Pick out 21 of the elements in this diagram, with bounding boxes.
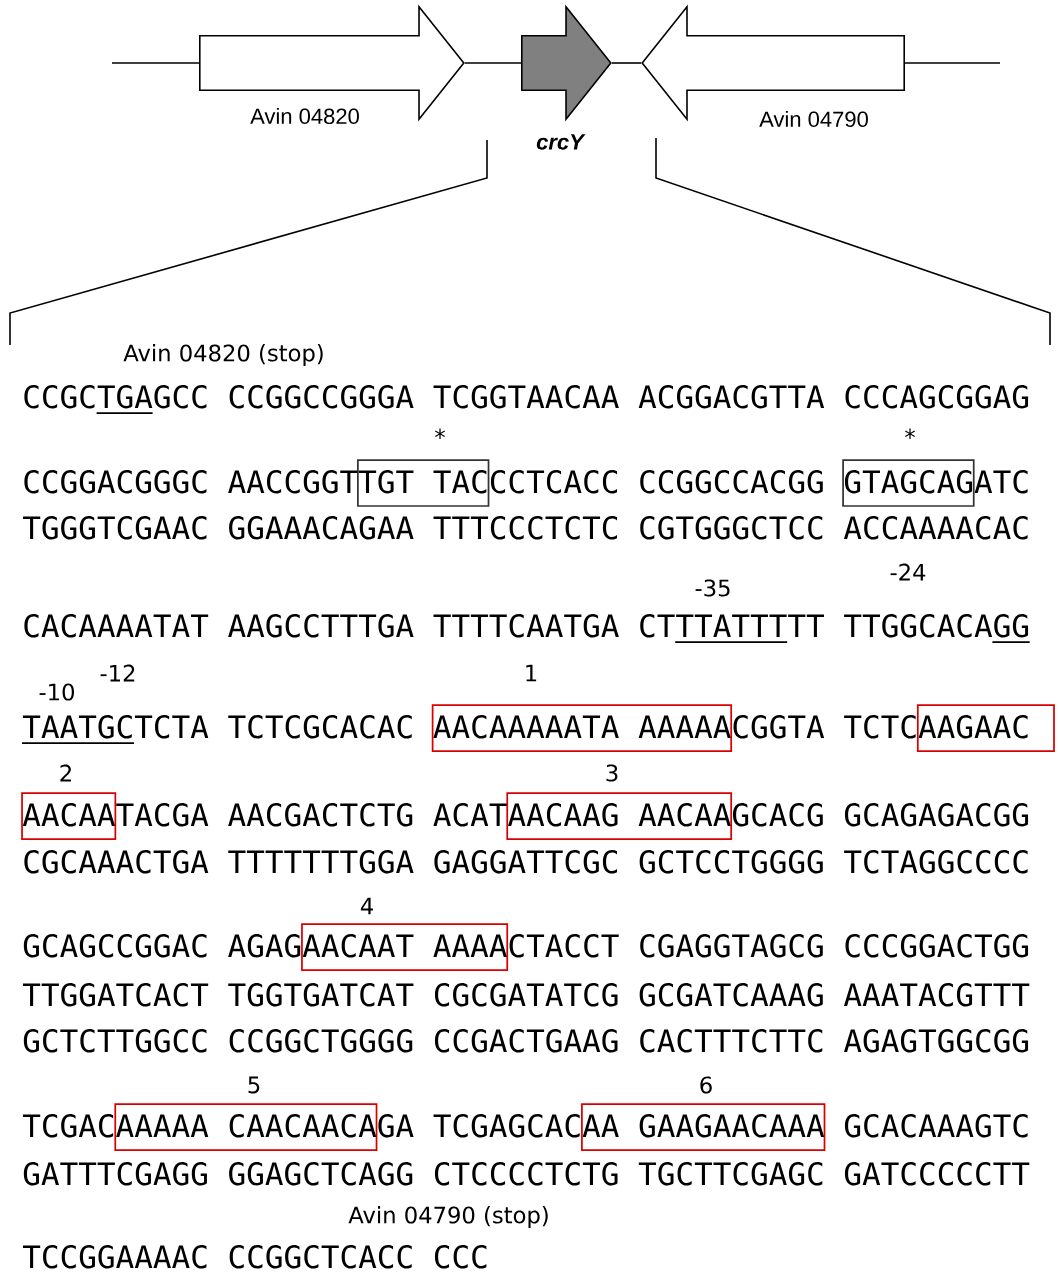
sequence-text: TGGGTCGAAC GGAAACAGAA TTTCCCTCTC CGTGGGCTCC ACCAAAACAC <box>23 516 1028 540</box>
asterisk: * <box>435 428 445 439</box>
sequence-text: GATTTCGAGG GGAGCTCAGG CTCCCCTCTG TGCTTCGAGC GATCCCCCTT <box>23 1162 1030 1186</box>
sequence-text: GCTCTTGGCC CCGGCTGGGG CCGACTGAAG CACTTTCTTC AGAGTGGCGG <box>23 1029 1029 1053</box>
motif-number: 3 <box>606 764 618 782</box>
node-label: crcY <box>536 134 586 150</box>
position-number: -10 <box>39 683 74 701</box>
motif-number: 1 <box>526 664 537 682</box>
backbone-line <box>464 62 522 64</box>
sequence-text: TTGGATCACT TGGTGATCAT CGCGATATCG GCGATCAAAG AAATACGTTT <box>23 983 1030 1007</box>
stop-label: Avin 04820 (stop) <box>123 344 323 366</box>
sequence-text: CACAAAATAT AAGCCTTTGA TTTTCAATGA CTTTATTTTT TTGGCACAGG <box>24 614 1029 638</box>
sequence-text: CGCAAACTGA TTTTTTTGGA GAGGATTCGC GCTCCTGGGG TCTAGGCCCC <box>24 850 1028 874</box>
asterisk: * <box>905 428 915 439</box>
position-number: -24 <box>890 563 926 581</box>
sequence-text: CCGCTGAGCC CCGGCCGGGA TCGGTAACAA ACGGACGTTA CCCAGCGGAG <box>24 385 1029 409</box>
stop-label: Avin 04790 (stop) <box>348 1206 548 1228</box>
backbone-line <box>611 62 642 64</box>
sequence-text: TCCGGAAAAC CCGGCTCACC CCC <box>23 1245 487 1269</box>
position-number: -35 <box>695 579 730 597</box>
position-number: -12 <box>100 664 135 682</box>
